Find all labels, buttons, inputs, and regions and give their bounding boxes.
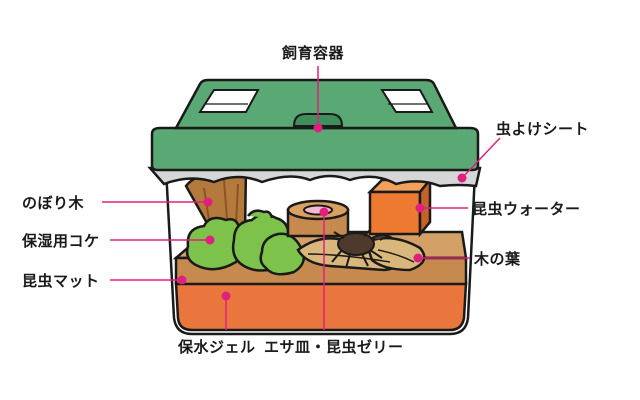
label-insect-sheet: 虫よけシート	[496, 118, 589, 139]
dot-leaves	[414, 254, 423, 263]
label-feeding-dish-jelly: エサ皿・昆虫ゼリー	[264, 336, 404, 357]
label-insect-water: 昆虫ウォーター	[472, 198, 581, 219]
feeding-dish	[288, 201, 348, 236]
label-moisture-moss: 保湿用コケ	[22, 230, 100, 251]
label-perch-log: のぼり木	[22, 192, 84, 213]
dot-water-gel	[222, 292, 231, 301]
dot-insect-sheet	[458, 174, 467, 183]
label-container: 飼育容器	[282, 42, 344, 63]
water-gel-layer	[176, 283, 466, 330]
label-tree-leaves: 木の葉	[474, 248, 521, 269]
label-water-gel: 保水ジェル	[178, 336, 256, 357]
dot-feeding-dish	[320, 208, 329, 217]
dot-moss	[206, 236, 215, 245]
dot-perch-log	[204, 198, 213, 207]
label-insect-mat: 昆虫マット	[22, 270, 100, 291]
dot-container	[314, 124, 323, 133]
dot-insect-water	[416, 204, 425, 213]
dot-insect-mat	[178, 276, 187, 285]
